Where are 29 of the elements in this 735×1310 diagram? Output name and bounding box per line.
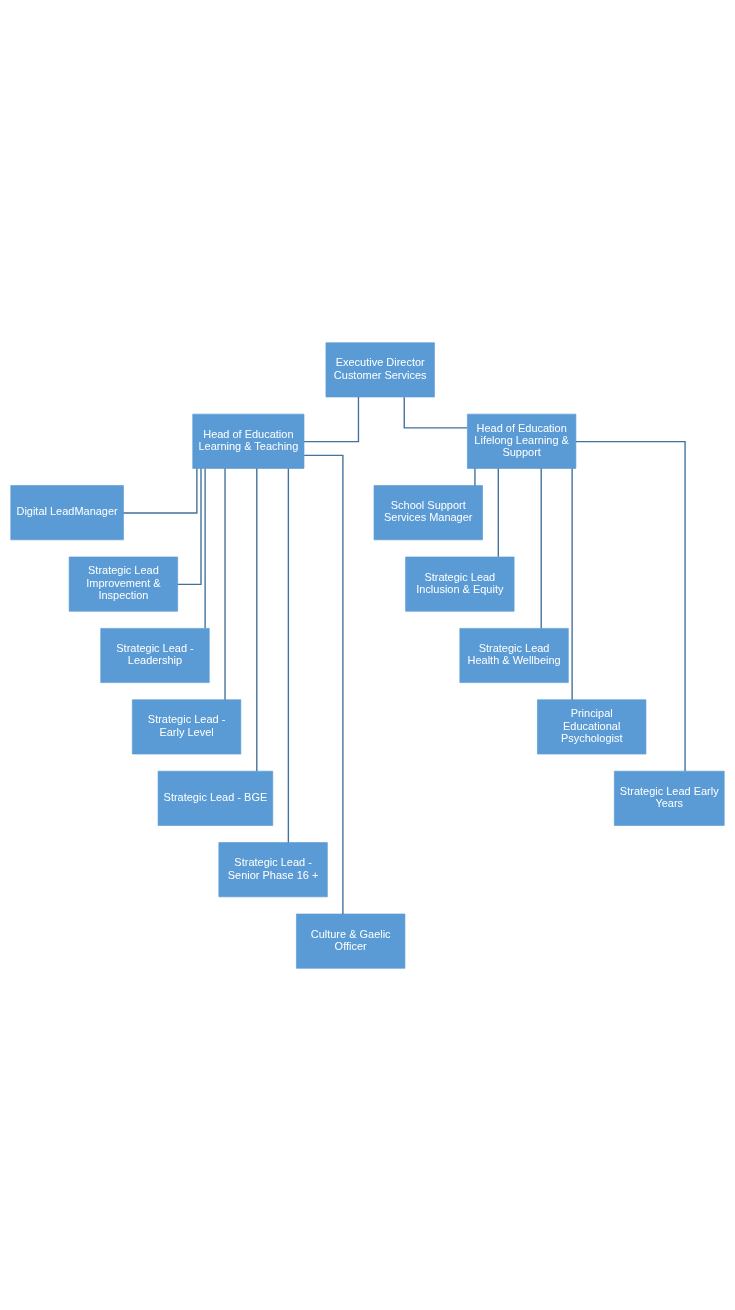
node-box: Strategic Lead Inclusion & Equity — [405, 556, 515, 612]
node-box: Strategic Lead - Senior Phase 16 + — [218, 841, 328, 897]
connector — [303, 395, 360, 442]
connector — [256, 467, 258, 772]
node-box: Strategic Lead - Leadership — [100, 627, 210, 683]
node-box: Head of Education Learning & Teaching — [192, 413, 305, 469]
connector — [575, 440, 686, 772]
node-box: Executive Director Customer Services — [325, 341, 435, 397]
connector — [224, 467, 226, 700]
connector — [287, 467, 290, 843]
node-box: Digital LeadManager — [10, 484, 124, 540]
connector — [204, 467, 206, 629]
connector — [540, 467, 542, 629]
node-box: School Support Services Manager — [373, 484, 483, 540]
node-box: Strategic Lead - BGE — [157, 770, 274, 826]
connector — [571, 467, 573, 700]
connector — [497, 467, 499, 557]
connector — [403, 396, 468, 429]
node-box: Principal Educational Psychologist — [537, 698, 647, 754]
node-box: Strategic Lead Improvement & Inspection — [68, 556, 178, 612]
node-box: Culture & Gaelic Officer — [296, 913, 406, 969]
node-box: Strategic Lead Health & Wellbeing — [459, 627, 569, 683]
node-box: Strategic Lead - Early Level — [132, 698, 242, 754]
connector — [303, 454, 344, 915]
connector — [122, 467, 198, 514]
node-box: Head of Education Lifelong Learning & Support — [467, 413, 577, 469]
connector — [474, 467, 476, 486]
node-box: Strategic Lead Early Years — [614, 770, 725, 826]
connector — [177, 467, 202, 585]
